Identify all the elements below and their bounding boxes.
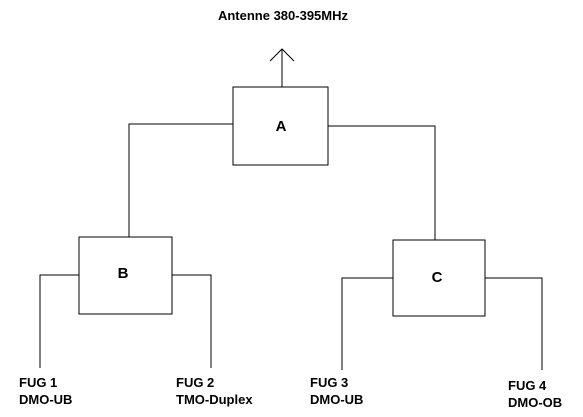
connector-b-fug1 bbox=[39, 274, 79, 368]
output-fug4: FUG 4 DMO-OB bbox=[508, 378, 562, 410]
fug1-name: FUG 1 bbox=[19, 375, 57, 390]
node-a-label: A bbox=[276, 118, 287, 135]
output-fug3: FUG 3 DMO-UB bbox=[310, 375, 363, 407]
connector-c-fug4 bbox=[485, 277, 543, 370]
node-a: A bbox=[232, 86, 329, 166]
output-fug1: FUG 1 DMO-UB bbox=[19, 375, 72, 407]
connector-a-c bbox=[328, 125, 436, 240]
node-c: C bbox=[392, 239, 486, 317]
node-b: B bbox=[78, 236, 173, 315]
output-fug2: FUG 2 TMO-Duplex bbox=[176, 375, 253, 407]
fug2-mode: TMO-Duplex bbox=[176, 392, 253, 407]
node-b-label: B bbox=[118, 265, 129, 282]
fug2-name: FUG 2 bbox=[176, 375, 214, 390]
fug4-name: FUG 4 bbox=[508, 378, 547, 393]
fug3-mode: DMO-UB bbox=[310, 392, 363, 407]
connector-c-fug3 bbox=[341, 277, 393, 370]
antenna-label: Antenne 380-395MHz bbox=[218, 8, 349, 23]
arrow-up-icon bbox=[269, 48, 295, 87]
connector-a-b bbox=[128, 123, 233, 237]
fug4-mode: DMO-OB bbox=[508, 395, 562, 410]
fug1-mode: DMO-UB bbox=[19, 392, 72, 407]
fug3-name: FUG 3 bbox=[310, 375, 348, 390]
node-c-label: C bbox=[432, 269, 443, 286]
connector-b-fug2 bbox=[172, 274, 212, 368]
